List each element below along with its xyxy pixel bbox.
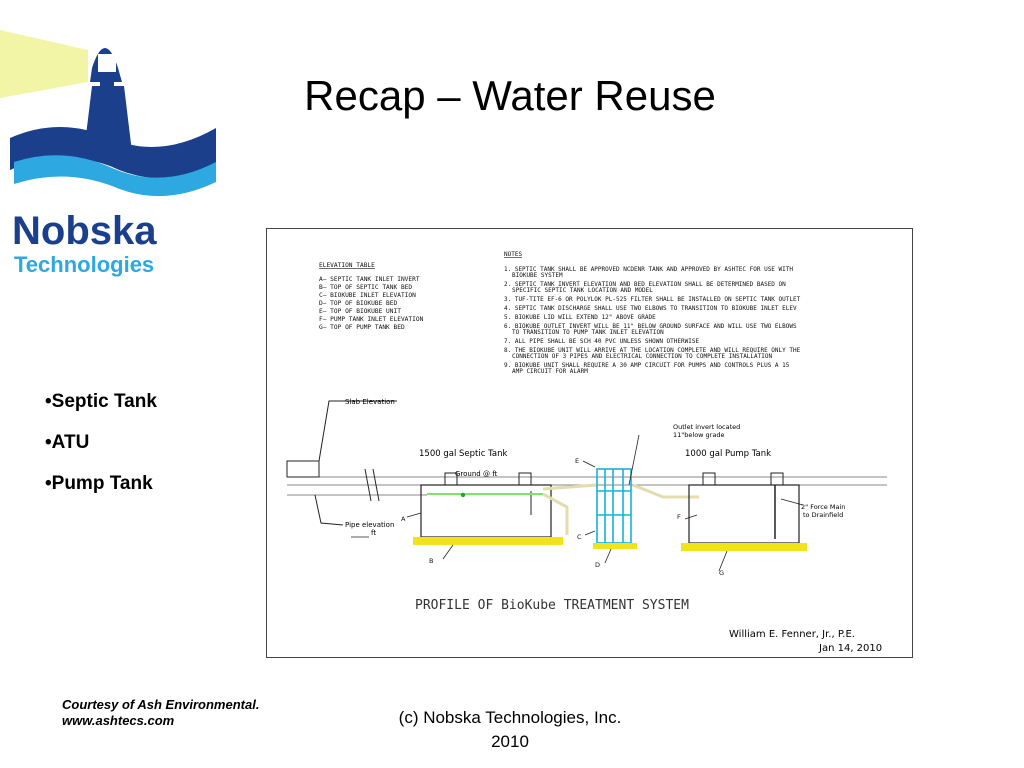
septic-tank-label: 1500 gal Septic Tank	[419, 449, 507, 459]
drawing-date: Jan 14, 2010	[818, 643, 882, 654]
note-line: TO TRANSITION TO PUMP TANK INLET ELEVATI…	[512, 329, 664, 336]
note-line: BIOKUBE SYSTEM	[512, 272, 563, 279]
elevation-row: B— TOP OF SEPTIC TANK BED	[319, 284, 412, 291]
profile-title: PROFILE OF BioKube TREATMENT SYSTEM	[415, 598, 689, 613]
note-line: 7. ALL PIPE SHALL BE SCH 40 PVC UNLESS S…	[504, 338, 699, 345]
septic-tank	[413, 472, 563, 545]
credit-footer: Courtesy of Ash Environmental. www.ashte…	[62, 697, 259, 729]
bullet-list: Septic Tank ATU Pump Tank	[45, 392, 157, 515]
marker-b: B	[429, 557, 433, 565]
elevation-table: ELEVATION TABLE A— SEPTIC TANK INLET INV…	[319, 262, 424, 331]
wave-light-icon	[14, 155, 216, 197]
logo-word-2: Technologies	[14, 252, 154, 277]
copyright-line: (c) Nobska Technologies, Inc.	[398, 708, 622, 727]
marker-f: F	[677, 513, 681, 521]
elevation-row: E— TOP OF BIOKUBE UNIT	[319, 308, 401, 315]
pump-tank	[681, 472, 807, 551]
biokube-unit	[593, 468, 637, 549]
light-beam	[0, 30, 88, 98]
pipe-elevation-unit: ft	[371, 529, 376, 537]
note-line: 5. BIOKUBE LID WILL EXTEND 12" ABOVE GRA…	[504, 314, 656, 321]
credit-line: Courtesy of Ash Environmental.	[62, 697, 260, 712]
pipes	[427, 483, 699, 535]
notes-block: NOTES 1. SEPTIC TANK SHALL BE APPROVED N…	[504, 251, 801, 375]
notes-heading: NOTES	[504, 251, 522, 258]
slide-title: Recap – Water Reuse	[304, 72, 716, 119]
elevation-row: A— SEPTIC TANK INLET INVERT	[319, 276, 420, 283]
bullet-item: Pump Tank	[45, 474, 157, 494]
marker-a: A	[401, 515, 406, 523]
elevation-row: D— TOP OF BIOKUBE BED	[319, 300, 398, 307]
elevation-markers: A B C D E F G	[401, 457, 724, 577]
marker-d: D	[595, 561, 600, 569]
force-main-label-2: to Drainfield	[803, 511, 843, 519]
note-line: 2. SEPTIC TANK INVERT ELEVATION AND BED …	[504, 281, 786, 288]
elevation-row: G— TOP OF PUMP TANK BED	[319, 324, 405, 331]
note-line: SPECIFIC SEPTIC TANK LOCATION AND MODEL	[512, 287, 653, 294]
outlet-invert-label-1: Outlet invert located	[673, 423, 740, 431]
bullet-item: ATU	[45, 433, 157, 453]
note-line: CONNECTION OF 3 PIPES AND ELECTRICAL CON…	[512, 353, 772, 360]
engineer-name: William E. Fenner, Jr., P.E.	[729, 629, 855, 640]
bullet-item: Septic Tank	[45, 392, 157, 412]
wave-dark-icon	[10, 127, 216, 179]
force-main-label-1: 2" Force Main	[801, 503, 845, 511]
elevation-table-heading: ELEVATION TABLE	[319, 262, 375, 269]
marker-c: C	[577, 533, 582, 541]
lighthouse-window	[98, 54, 116, 72]
marker-e: E	[575, 457, 579, 465]
elevation-row: F— PUMP TANK INLET ELEVATION	[319, 316, 424, 323]
nobska-logo: Nobska Technologies	[0, 30, 216, 277]
note-line: 8. THE BIOKUBE UNIT WILL ARRIVE AT THE L…	[504, 347, 801, 354]
elevation-row: C— BIOKUBE INLET ELEVATION	[319, 292, 416, 299]
biokube-profile-drawing: ELEVATION TABLE A— SEPTIC TANK INLET INV…	[266, 228, 913, 658]
copyright-year: 2010	[491, 732, 529, 751]
marker-g: G	[719, 569, 724, 577]
copyright-footer: (c) Nobska Technologies, Inc. 2010	[360, 706, 660, 754]
note-line: 3. TUF-TITE EF-6 OR POLYLOK PL-525 FILTE…	[504, 296, 801, 303]
slab-elevation	[286, 400, 397, 526]
note-line: AMP CIRCUIT FOR ALARM	[512, 368, 588, 375]
callout-lines	[406, 434, 804, 572]
note-line: 1. SEPTIC TANK SHALL BE APPROVED NCDENR …	[504, 266, 793, 273]
credit-url: www.ashtecs.com	[62, 713, 175, 728]
pipe-elevation-label: Pipe elevation	[345, 521, 394, 529]
pump-tank-label: 1000 gal Pump Tank	[685, 449, 771, 459]
logo-word-1: Nobska	[12, 209, 157, 253]
ground-label: Ground @ ft	[455, 470, 498, 478]
slab-elevation-label: Slab Elevation	[345, 398, 395, 406]
note-line: 9. BIOKUBE UNIT SHALL REQUIRE A 30 AMP C…	[504, 362, 790, 369]
note-line: 4. SEPTIC TANK DISCHARGE SHALL USE TWO E…	[504, 305, 797, 312]
outlet-invert-label-2: 11"below grade	[673, 431, 724, 439]
note-line: 6. BIOKUBE OUTLET INVERT WILL BE 11" BEL…	[504, 323, 797, 330]
lighthouse-icon	[84, 48, 132, 152]
